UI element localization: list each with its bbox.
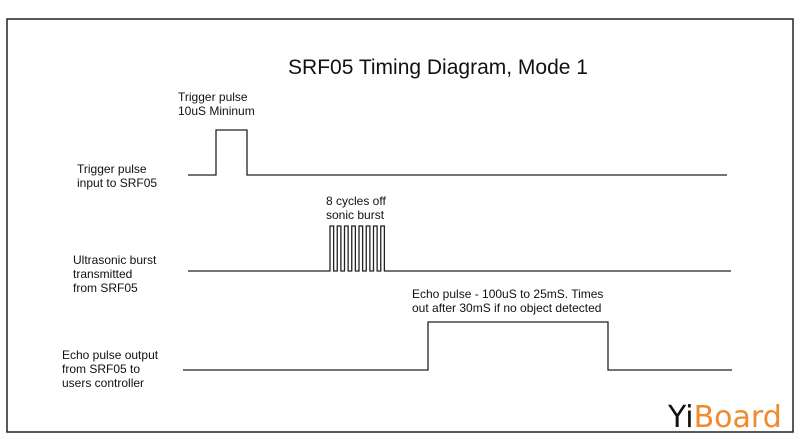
echo-label-line2: from SRF05 to [62,362,140,376]
echo-waveform [183,321,732,371]
echo-annotation-line1: Echo pulse - 100uS to 25mS. Times [412,287,603,301]
watermark-part2: Board [694,400,782,435]
trigger-annotation-line1: Trigger pulse [178,90,248,104]
burst-waveform [188,225,731,272]
burst-label-line2: transmitted [73,267,132,281]
burst-label-line1: Ultrasonic burst [73,253,157,267]
trigger-waveform [188,129,727,176]
yiboard-watermark-logo: YiBoard [667,400,782,435]
trigger-annotation-line2: 10uS Mininum [178,104,255,118]
diagram-title: SRF05 Timing Diagram, Mode 1 [288,56,588,79]
trigger-label-line2: input to SRF05 [77,176,157,190]
trigger-label-line1: Trigger pulse [77,162,147,176]
burst-annotation-line1: 8 cycles off [326,194,386,208]
diagram-border [6,18,794,433]
echo-label-line1: Echo pulse output [62,348,159,362]
burst-label-line3: from SRF05 [73,281,138,295]
watermark-part1: Yi [667,400,694,435]
echo-annotation-line2: out after 30mS if no object detected [412,301,601,315]
echo-label-line3: users controller [62,376,144,390]
burst-annotation-line2: sonic burst [326,208,385,222]
